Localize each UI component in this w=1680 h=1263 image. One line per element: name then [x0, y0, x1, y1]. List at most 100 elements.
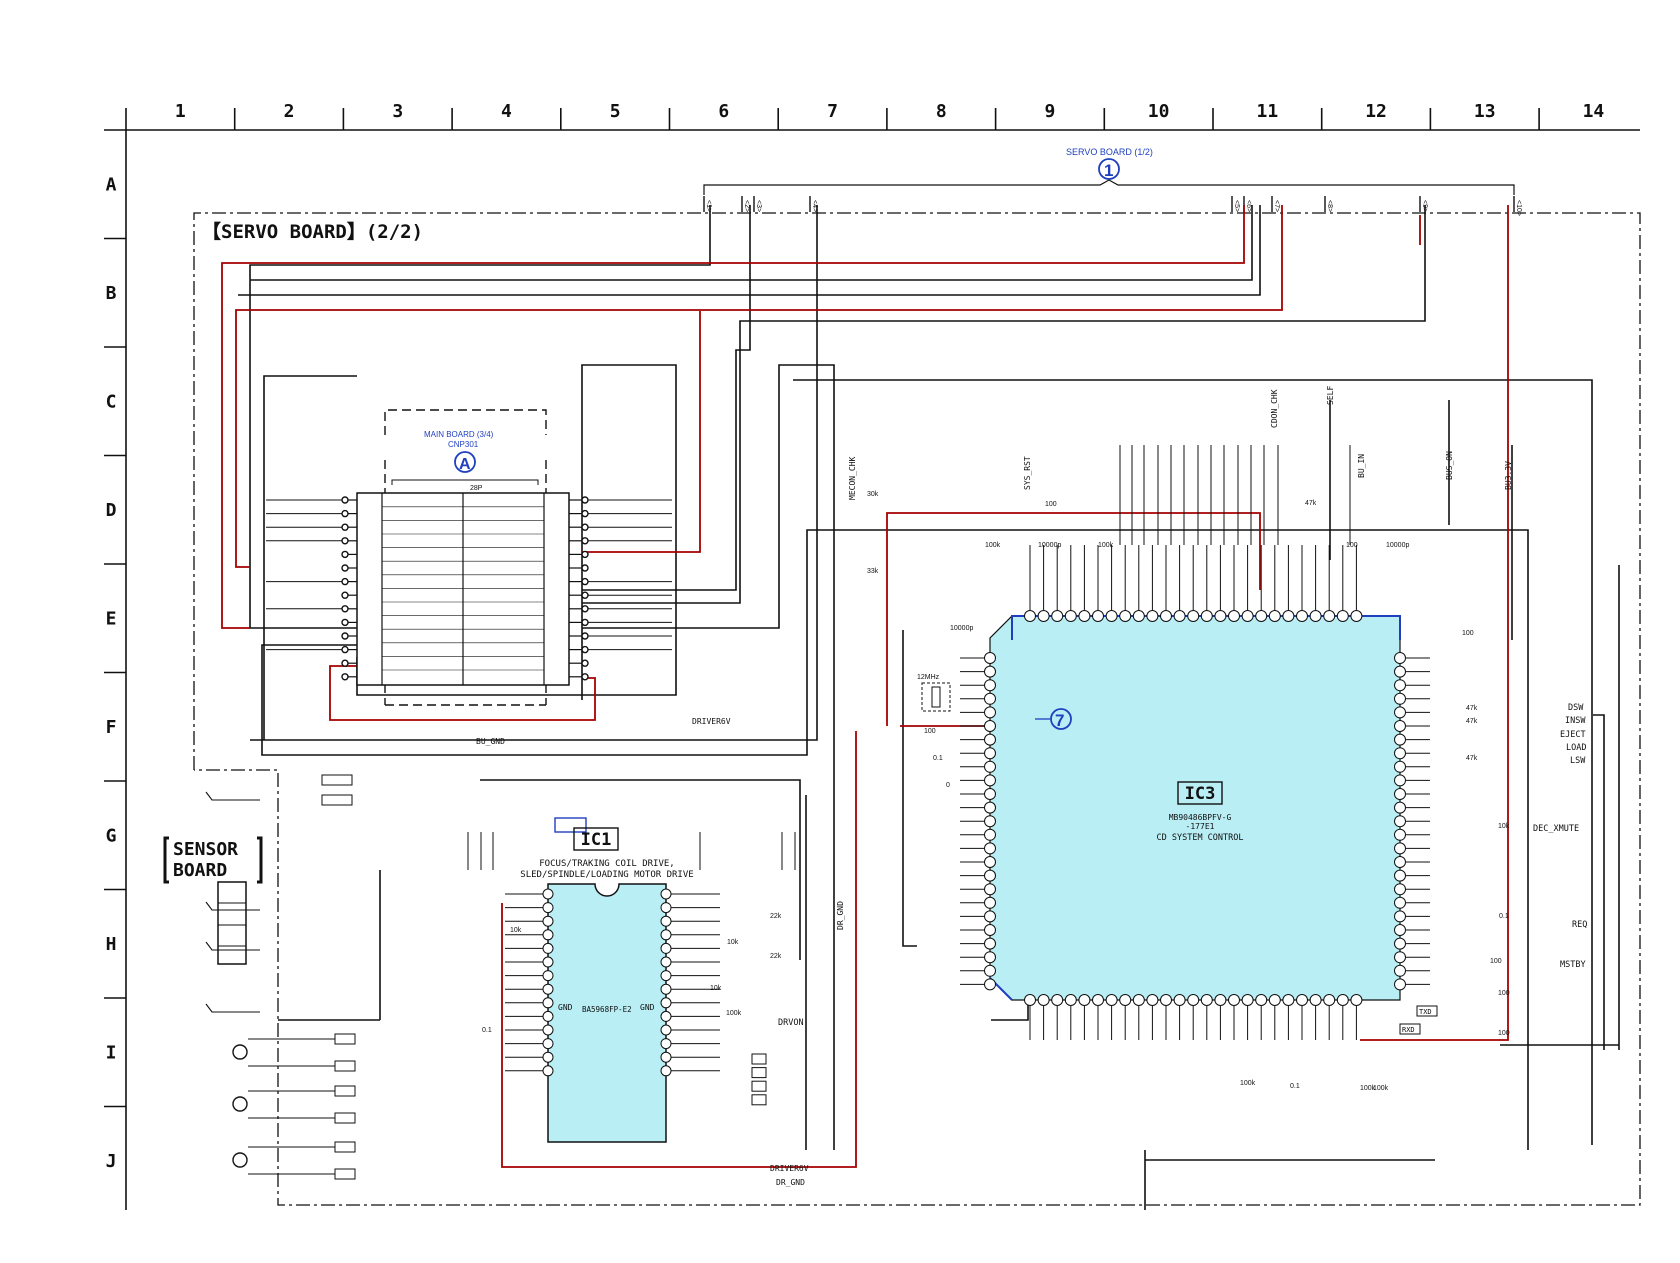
- ic3-top-pin: [1119, 545, 1132, 622]
- black-wiring: [238, 205, 1620, 1210]
- ic1-ref-frame: [573, 827, 619, 851]
- ic3-left-pin: [960, 720, 996, 732]
- sensor-dgnd-box: [321, 774, 353, 786]
- cnp301-right-pin: [569, 523, 672, 531]
- cnp301-pin-terminal: [341, 632, 349, 640]
- ic3-top-pin: [1241, 545, 1254, 622]
- ic3-desc: CD SYSTEM CONTROL: [1157, 833, 1244, 843]
- ic3-right-pin: [1394, 924, 1430, 936]
- ic3-left-pin: [960, 801, 996, 814]
- ic3-pin-circle: [1228, 610, 1240, 622]
- ic3-pin-circle: [984, 964, 996, 977]
- ic1-pin-circle: [660, 1010, 672, 1022]
- net-insw-right: INSW: [1565, 716, 1586, 726]
- ic3-pin-circle: [1092, 994, 1104, 1006]
- ic3-right-pin: [1394, 937, 1430, 950]
- top-connector-pin-number: <1>: [705, 200, 712, 212]
- ic3-right-pin: [1394, 692, 1430, 705]
- ic1-pin-circle: [542, 915, 554, 927]
- top-connector-pin-number: <10>: [1515, 200, 1522, 216]
- ic1-pin-circle: [542, 1051, 554, 1063]
- ic1-left-pin: [505, 983, 554, 995]
- ic3-top-pin: [1268, 545, 1281, 622]
- top-connector-pin: <7>: [1271, 196, 1280, 212]
- grid-row-label: B: [106, 283, 117, 304]
- ic3-bottom-pin: [1255, 994, 1268, 1040]
- cnp301-right-pin: [569, 496, 672, 504]
- grid-row-label: D: [106, 500, 117, 521]
- ic3-pin-circle: [1394, 896, 1406, 909]
- ic3-right-pin: [1394, 760, 1430, 773]
- coil-pin-box: [751, 1094, 767, 1106]
- ic3-pin-circle: [984, 951, 996, 964]
- cnp301-right-pin: [569, 632, 672, 640]
- ic3-pin-circle: [1160, 994, 1172, 1006]
- net-self-top: SELF: [1326, 386, 1335, 405]
- cnp301-pin-terminal: [581, 632, 589, 640]
- ic1-pin-circle: [542, 942, 554, 954]
- motor-pin-box: [334, 1168, 356, 1180]
- ic3-pin-circle: [984, 910, 996, 923]
- grid-row-label: A: [106, 174, 117, 195]
- ic1-gnd-right: GND: [640, 1003, 655, 1012]
- ic1-pin-circle: [660, 1024, 672, 1036]
- ic3-right-pin: [1394, 964, 1430, 977]
- ic1-pin-circle: [660, 970, 672, 982]
- board-boundary: [193, 212, 1641, 1206]
- grid-col-label: 14: [1583, 101, 1605, 122]
- ic3-pin-circle: [984, 924, 996, 936]
- ic3-pin-circle: [1394, 720, 1406, 732]
- cnp301-right-pin: [569, 509, 672, 518]
- cnp301-pin-terminal: [581, 496, 589, 504]
- ic3-top-pin: [1336, 545, 1349, 622]
- top-connector-pin-number: <4>: [811, 200, 818, 212]
- grid-col-label: 2: [284, 101, 295, 122]
- ic3-bottom-pin: [1228, 994, 1240, 1040]
- top-connector-pin-number: <6>: [1245, 200, 1252, 212]
- ic3-pin-circle: [1024, 610, 1036, 622]
- ic3-right-pin: [1394, 896, 1430, 909]
- ic3-left-pin: [960, 883, 996, 896]
- ic1-left-pin: [505, 902, 554, 914]
- ic3-top-pin: [1255, 545, 1268, 622]
- coil-pin: [751, 1053, 767, 1065]
- sensor-switch: [205, 1003, 260, 1013]
- ic3-pin-circle: [1394, 828, 1406, 841]
- ic3-pin-circle: [1268, 994, 1281, 1006]
- ic1-right-pin: [660, 1051, 720, 1063]
- cnp301-part: CNP301: [448, 440, 479, 449]
- ic1-right-pin: [660, 1024, 720, 1036]
- ic3-pin-circle: [1228, 994, 1240, 1006]
- motor-pin-box: [334, 1085, 356, 1097]
- ic3-body: [989, 615, 1401, 1001]
- r-100k-dac1: 100k: [1360, 1085, 1376, 1092]
- cnp301-pin-terminal: [581, 659, 589, 667]
- ic3-bottom-pin: [1146, 994, 1159, 1040]
- ic3-pin-circle: [1323, 994, 1336, 1006]
- ic3-right-pin: [1394, 788, 1430, 800]
- ic3-left-pin: [960, 842, 996, 855]
- sensor-motor: [232, 1141, 356, 1180]
- ic3-left-pin: [960, 978, 996, 991]
- ic3-bottom-pin: [1105, 994, 1118, 1040]
- cnp301-board-title: MAIN BOARD (3/4): [424, 430, 494, 439]
- ic3-pin-circle: [1187, 994, 1200, 1006]
- ic3-pin-circle: [1394, 747, 1406, 760]
- sensor-switch: [205, 941, 260, 951]
- ic3-right-pin: [1394, 815, 1430, 828]
- coil-pin-box: [751, 1067, 767, 1079]
- ic3-bottom-pin: [1200, 994, 1213, 1040]
- ic1-pin-circle: [542, 1024, 554, 1036]
- ic1-pin-circle: [542, 983, 554, 995]
- net-req: REQ: [1572, 920, 1587, 930]
- ic3-pin-circle: [1173, 610, 1186, 622]
- ic3-pin-circle: [1394, 937, 1406, 950]
- ic3-cd-system-control: IC3 MB90486BPFV-G -177E1 CD SYSTEM CONTR…: [960, 545, 1430, 1040]
- ic3-right-pin: [1394, 747, 1430, 760]
- ic3-top-pin: [1051, 545, 1064, 622]
- ic1-pin-circle: [660, 888, 672, 900]
- r-47k-self: 47k: [1305, 500, 1317, 507]
- ic3-bottom-pin: [1336, 994, 1349, 1040]
- ic3-right-pin: [1394, 733, 1430, 746]
- cnp301-right-pin: [569, 577, 672, 586]
